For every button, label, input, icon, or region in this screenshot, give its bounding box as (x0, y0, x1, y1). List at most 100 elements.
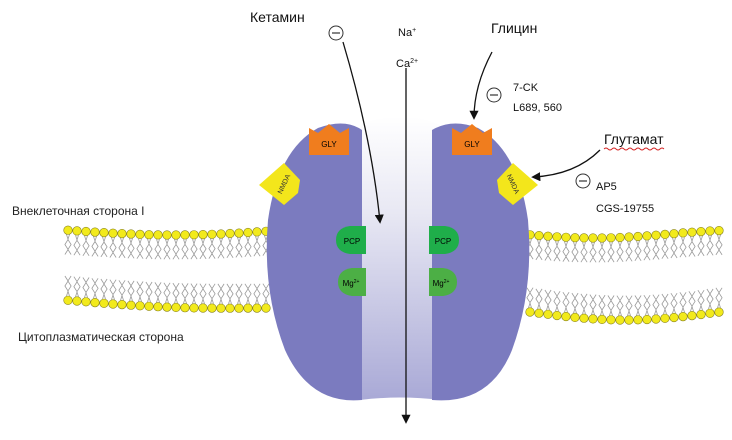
lipid-head (570, 233, 580, 243)
lipid-head (597, 314, 607, 325)
lipid-tail (607, 241, 615, 263)
glycine-arrow (469, 51, 493, 120)
lipid-head (660, 313, 670, 323)
lipid-head (63, 295, 73, 305)
lipid-head (606, 233, 616, 243)
lipid-head (153, 230, 163, 240)
mg-label-right-base: Mg (433, 279, 444, 288)
lipid-tail (145, 238, 153, 260)
mg-label-left-sup: 2+ (354, 279, 360, 285)
lipid-tail (82, 235, 90, 257)
lipid-tail (190, 283, 198, 304)
nmda-site-left: NMDA (259, 163, 300, 205)
lipid-head (642, 314, 652, 325)
lipid-head (633, 315, 643, 325)
lipid-tail (118, 237, 126, 259)
lipid-tail (670, 292, 678, 314)
lipid-head (144, 301, 154, 311)
minus-icon-glutamate (575, 173, 591, 189)
lipid-tail (643, 240, 651, 261)
lipid-head (579, 233, 589, 243)
lipid-tail (118, 280, 126, 301)
lipid-tail (190, 238, 198, 260)
lipid-head (660, 229, 670, 239)
lipid-tail (616, 241, 624, 263)
lipid-head (189, 303, 199, 313)
pcp-label-right: PCP (435, 237, 451, 246)
mg-label-left-base: Mg (343, 279, 354, 288)
lipid-head (651, 314, 661, 324)
lipid-tail (715, 287, 723, 308)
lipid-head (552, 232, 562, 242)
lipid-tail (697, 235, 705, 257)
lipid-head (90, 298, 100, 308)
lipid-tail (136, 281, 144, 302)
sodium-ion-sup: + (412, 27, 416, 34)
lipid-head (135, 229, 145, 239)
lipid-head (606, 315, 616, 325)
lipid-head (678, 312, 688, 322)
lipid-head (81, 226, 91, 237)
lipid-tail (235, 283, 243, 304)
lipid-head (534, 231, 544, 241)
lipid-tail (163, 282, 171, 303)
lipid-head (117, 300, 127, 310)
lipid-tail (181, 283, 189, 304)
lipid-head (561, 311, 571, 322)
lipid-tail (562, 241, 570, 262)
glutamate-arrow (531, 149, 601, 182)
lipid-tail (109, 279, 117, 300)
lipid-tail (244, 283, 252, 304)
lipid-head (234, 228, 244, 238)
lipid-head (99, 228, 109, 238)
lipid-tail (652, 239, 660, 260)
lipid-head (108, 228, 118, 238)
lipid-tail (535, 239, 543, 261)
lipid-head (642, 231, 652, 241)
lipid-tail (244, 236, 252, 258)
lipid-tail (661, 238, 669, 259)
lipid-head (624, 232, 634, 242)
lipid-heads-lower (63, 295, 724, 325)
lipid-tail (73, 276, 81, 297)
lipid-tail (715, 234, 723, 256)
sodium-ion-label: Na+ (398, 27, 416, 39)
lipid-tail (172, 239, 180, 260)
ketamine-label: Кетамин (250, 9, 305, 25)
lipid-head (669, 312, 679, 323)
lipid-tail (64, 234, 72, 255)
lipid-head (117, 229, 127, 239)
lipid-tail (100, 236, 108, 258)
lipid-tail (154, 282, 162, 303)
lipid-head (243, 227, 253, 238)
lipid-head (588, 314, 598, 324)
lipid-head (162, 302, 172, 312)
lipid-head (225, 228, 235, 239)
lipid-head (687, 311, 697, 321)
lipid-tail (679, 292, 687, 313)
lipid-tail (688, 236, 696, 257)
lipid-head (705, 226, 715, 236)
lipid-tail (127, 238, 135, 259)
lipid-head (705, 308, 715, 318)
lipid-tail (652, 294, 660, 315)
lipid-head (225, 303, 235, 313)
lipid-tail (661, 293, 669, 315)
antagonist-ap5-label: AP5 (596, 181, 617, 193)
lipid-head (543, 309, 553, 319)
gly-site-right: GLY (452, 124, 492, 155)
lipid-tail (253, 283, 261, 304)
lipid-tail (580, 293, 588, 315)
lipid-tail (199, 283, 207, 304)
lipid-head (252, 227, 262, 237)
mg-site-right: Mg2+ (429, 268, 457, 296)
lipid-head (171, 302, 181, 313)
lipid-tail (100, 278, 108, 300)
lipid-head (63, 225, 73, 235)
lipid-tail (607, 295, 615, 316)
calcium-ion-sup: 2+ (410, 58, 418, 65)
spellcheck-underline (603, 147, 665, 151)
lipid-head (714, 226, 724, 236)
sodium-ion-base: Na (398, 27, 413, 39)
lipid-head (615, 232, 625, 243)
